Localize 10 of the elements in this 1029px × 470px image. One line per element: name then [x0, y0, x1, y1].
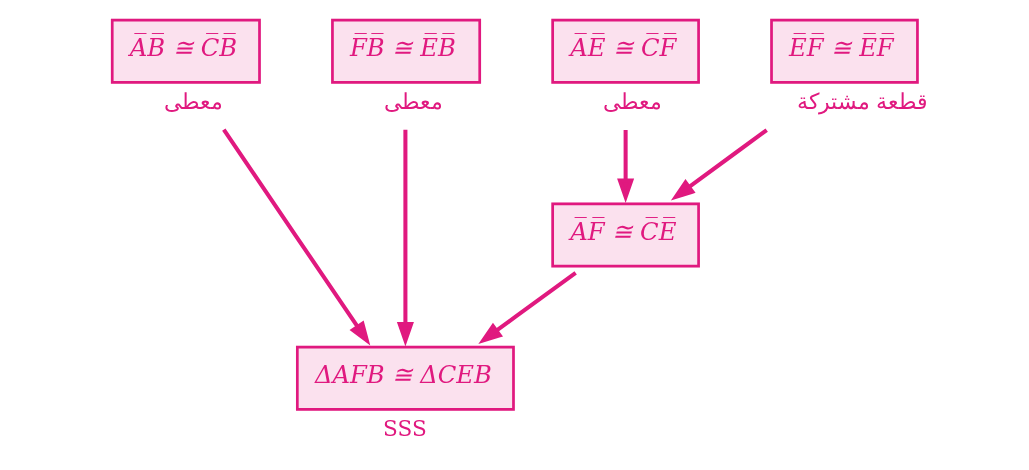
node-label: قطعة مشتركة [796, 89, 929, 115]
arrow [222, 128, 371, 346]
arrow [670, 128, 768, 201]
arrow [478, 271, 577, 344]
node-label: معطى [383, 89, 443, 115]
arrow [617, 130, 635, 203]
node-label: معطى [163, 89, 223, 115]
arrow [396, 129, 414, 347]
node-label: معطى [603, 89, 663, 115]
node-label: SSS [383, 416, 427, 442]
